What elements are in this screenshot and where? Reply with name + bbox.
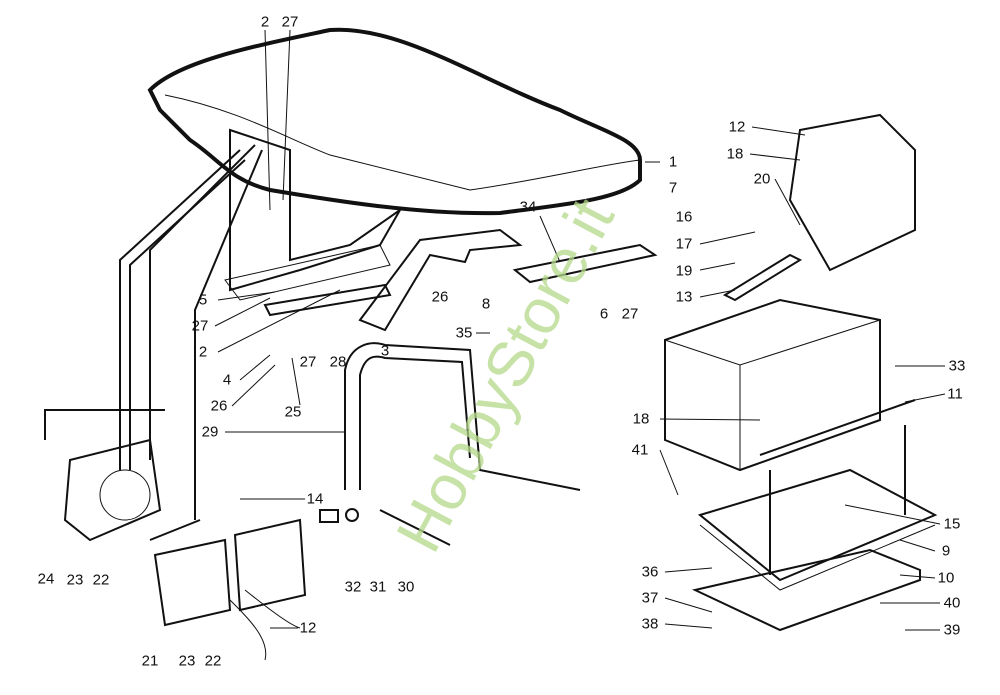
bracket-2 xyxy=(263,283,392,317)
callout-14: 14 xyxy=(306,490,324,508)
callout-16: 16 xyxy=(675,208,693,226)
callout-11: 11 xyxy=(947,385,963,403)
callout-23: 23 xyxy=(66,571,84,589)
callout-7: 7 xyxy=(668,179,678,197)
callout-31: 31 xyxy=(369,578,387,596)
tube-30 xyxy=(379,509,451,546)
callout-22: 22 xyxy=(92,571,110,589)
tray-9 xyxy=(697,468,938,582)
callout-27: 27 xyxy=(299,353,317,371)
callout-30: 30 xyxy=(397,578,415,596)
callout-18: 18 xyxy=(726,145,744,163)
washer-31 xyxy=(345,508,359,522)
callout-9: 9 xyxy=(941,542,951,560)
bracket-6 xyxy=(512,243,658,284)
callout-22: 22 xyxy=(204,652,222,670)
leader-lines xyxy=(214,29,946,631)
callout-38: 38 xyxy=(641,615,659,633)
callout-24: 24 xyxy=(37,570,55,588)
callout-12: 12 xyxy=(728,118,746,136)
base-plate-10 xyxy=(691,548,921,632)
callout-40: 40 xyxy=(943,594,961,612)
callout-4: 4 xyxy=(222,371,232,389)
lamp-14-left xyxy=(153,538,232,627)
strap-11 xyxy=(759,399,916,456)
callout-36: 36 xyxy=(641,563,659,581)
callout-12: 12 xyxy=(299,619,317,637)
callout-2: 2 xyxy=(198,343,208,361)
lamp-24 xyxy=(63,438,162,542)
hood-part-1 xyxy=(147,27,642,216)
callout-3: 3 xyxy=(380,342,390,360)
callout-26: 26 xyxy=(431,288,449,306)
callout-39: 39 xyxy=(943,621,961,639)
callout-33: 33 xyxy=(948,357,966,375)
callout-8: 8 xyxy=(481,295,491,313)
tube-29 xyxy=(344,342,581,491)
callout-13: 13 xyxy=(675,288,693,306)
callout-41: 41 xyxy=(631,441,649,459)
callout-37: 37 xyxy=(641,589,659,607)
callout-27: 27 xyxy=(281,13,299,31)
callout-1: 1 xyxy=(668,153,678,171)
callout-20: 20 xyxy=(753,170,771,188)
grille-5 xyxy=(224,244,391,301)
callout-5: 5 xyxy=(198,291,208,309)
switch-box-12 xyxy=(788,113,916,272)
callout-2: 2 xyxy=(260,13,270,31)
callout-6: 6 xyxy=(599,305,609,323)
callout-27: 27 xyxy=(191,317,209,335)
bolt-32 xyxy=(319,509,339,523)
battery-33 xyxy=(664,298,881,472)
callout-29: 29 xyxy=(201,423,219,441)
callout-18: 18 xyxy=(632,410,650,428)
callout-27: 27 xyxy=(621,305,639,323)
callout-26: 26 xyxy=(210,397,228,415)
callout-32: 32 xyxy=(344,578,362,596)
callout-17: 17 xyxy=(675,235,693,253)
callout-25: 25 xyxy=(284,403,302,421)
callout-28: 28 xyxy=(329,353,347,371)
callout-35: 35 xyxy=(455,324,473,342)
callout-21: 21 xyxy=(141,652,159,670)
callout-10: 10 xyxy=(937,569,955,587)
side-panel xyxy=(229,128,401,292)
callout-19: 19 xyxy=(675,262,693,280)
callout-23: 23 xyxy=(178,652,196,670)
plate-13 xyxy=(722,253,803,302)
lamp-14-right xyxy=(233,518,307,612)
callout-15: 15 xyxy=(943,515,961,533)
callout-34: 34 xyxy=(519,198,537,216)
bracket-3 xyxy=(358,228,523,332)
